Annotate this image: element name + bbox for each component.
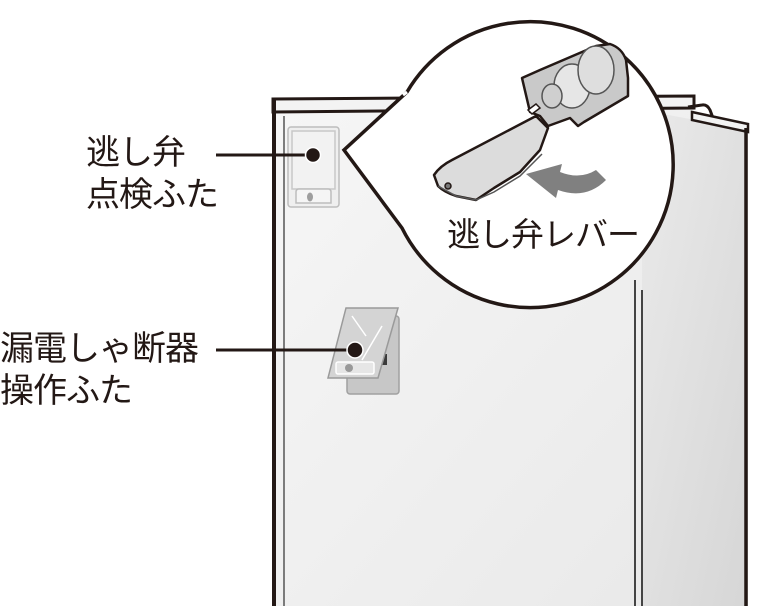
leader-line-breaker	[216, 341, 364, 359]
label-relief-valve-line2: 点検ふた	[86, 175, 219, 215]
breaker-cover	[327, 307, 400, 395]
callout-title: 逃し弁レバー	[447, 215, 640, 254]
relief-valve-cover	[287, 126, 340, 208]
label-breaker-line2: 操作ふた	[0, 371, 133, 411]
label-relief-valve-line1: 逃し弁	[86, 133, 186, 173]
label-relief-valve-cover: 逃し弁 点検ふた	[86, 132, 219, 216]
leader-line-relief-valve	[216, 146, 322, 164]
relief-valve-lever	[432, 42, 630, 202]
label-breaker-line1: 漏電しゃ断器	[0, 329, 199, 369]
curved-arrow-icon	[526, 164, 606, 198]
label-breaker-cover: 漏電しゃ断器 操作ふた	[0, 328, 199, 412]
